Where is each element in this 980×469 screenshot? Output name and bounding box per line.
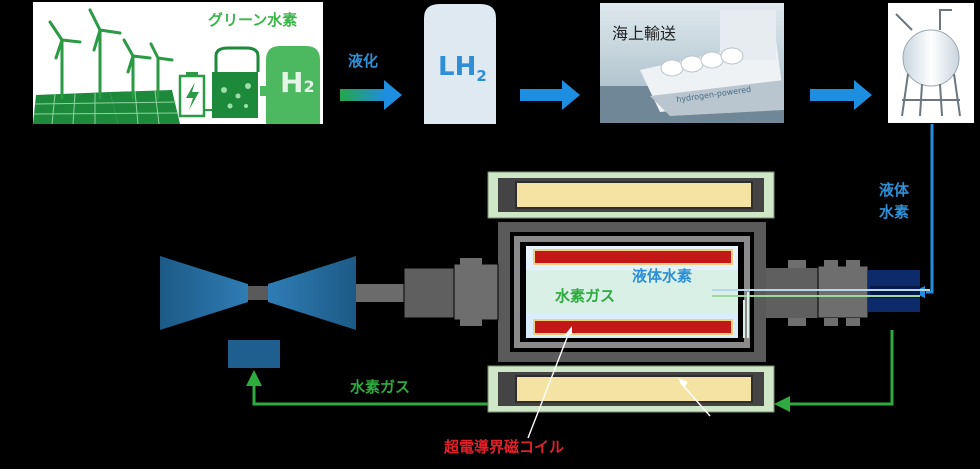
h2-tank-subscript: 2 [303,77,315,96]
flow-arrow-to-ship [520,80,580,110]
lh2-tank-icon [424,4,496,124]
lh2-label: LH2 [438,52,487,85]
coil-leader-arrowhead [564,326,572,336]
coil-leader-arrowhead-2 [678,378,688,388]
liquid-hydrogen-line1: 液体 [879,181,910,199]
internal-hydrogen-pipes [712,289,930,338]
h2-tank-letter: H [280,66,304,99]
superconducting-coil [533,249,733,335]
lh2-subscript: 2 [476,67,487,85]
sea-transport-label: 海上輸送 [612,24,677,43]
liquefaction-label: 液化 [348,52,379,70]
superconducting-coil-label: 超電導界磁コイル [444,438,565,456]
liquid-hydrogen-line2: 水素 [879,203,910,221]
battery-icon [178,72,206,118]
hydrogen-tank-icon [260,46,320,124]
ship-photo [600,3,784,123]
green-hydrogen-panel [33,2,323,125]
flow-arrow-liquefaction [340,80,402,110]
lower-stator-frame [487,365,775,413]
combustor-icon [228,340,280,368]
liquid-hydrogen-pipe [926,124,934,294]
upper-stator-frame [487,171,775,219]
hydrogen-gas-return-pipe [246,330,894,412]
h2-tank-mark: H2 [280,66,315,99]
liquid-hydrogen-label: 液体 水素 [879,179,909,223]
rotor-shaft-left [356,258,499,326]
flow-arrow-to-storage [810,80,872,110]
green-hydrogen-label: グリーン水素 [208,11,298,29]
solar-panel-icon [33,90,180,125]
rotor-shaft-right [766,260,869,326]
wind-turbine-icon [48,8,174,100]
return-hydrogen-gas-label: 水素ガス [350,378,411,396]
coil-leader-lines [527,329,711,439]
storage-tank-photo [888,3,974,123]
inner-hydrogen-gas-label: 水素ガス [555,287,616,305]
inner-liquid-hydrogen-label: 液体水素 [632,267,693,285]
lh2-main: LH [438,52,477,82]
electrolyser-icon [204,46,260,118]
turbine-icon [160,256,356,330]
rotor-housing [498,222,766,362]
